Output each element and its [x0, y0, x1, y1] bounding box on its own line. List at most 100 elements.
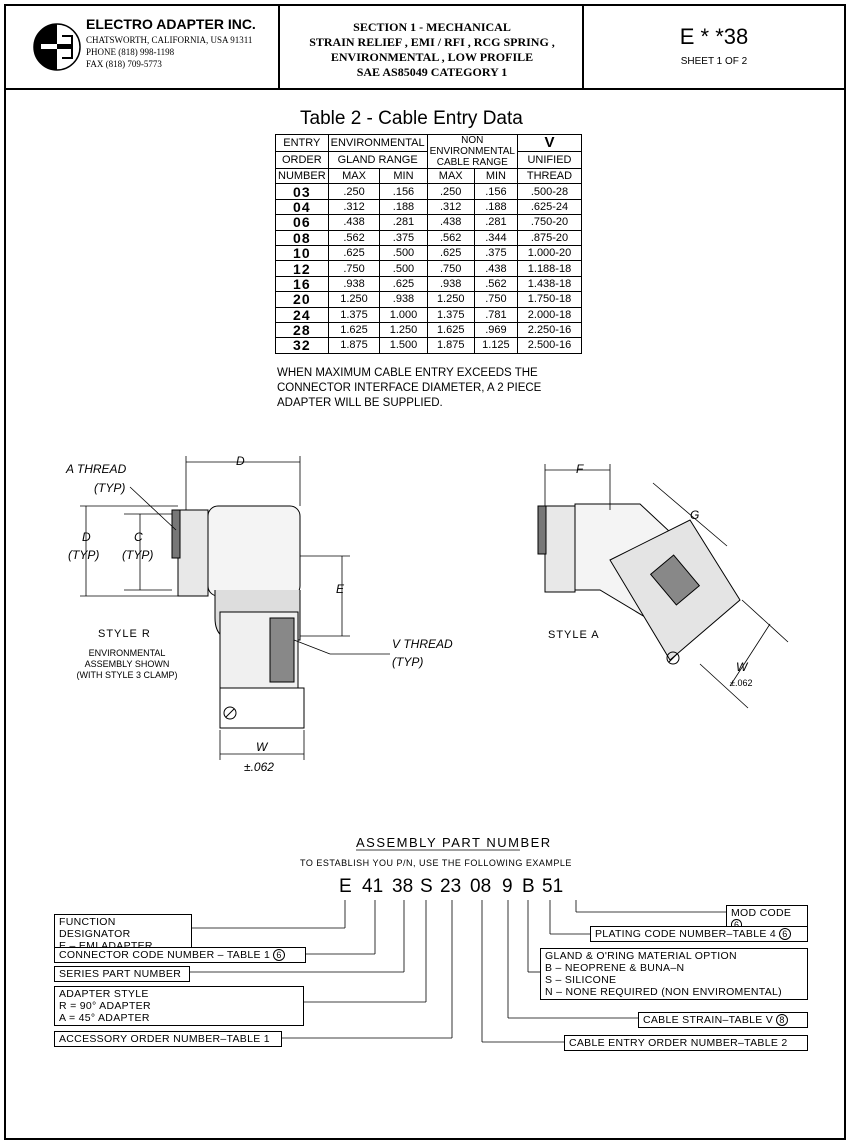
spec-sheet: ELECTRO ADAPTER INC. CHATSWORTH, CALIFOR…	[4, 4, 846, 1140]
part-number-subtitle: TO ESTABLISH YOU P/N, USE THE FOLLOWING …	[300, 858, 572, 868]
table-row: 04.312.188.312.188.625-24	[275, 198, 582, 216]
table-cell: 1.375	[426, 306, 475, 323]
company-contact: CHATSWORTH, CALIFORNIA, USA 91311 PHONE …	[86, 34, 252, 70]
style-callout: ADAPTER STYLE R = 90° ADAPTER A = 45° AD…	[54, 986, 304, 1026]
section-cell: SECTION 1 - MECHANICAL STRAIN RELIEF , E…	[280, 6, 584, 88]
table-row: 08.562.375.562.344.875-20	[275, 229, 582, 246]
company-name: ELECTRO ADAPTER INC.	[86, 16, 256, 32]
section-line: SECTION 1 - MECHANICAL	[353, 20, 511, 34]
sheet-number: SHEET 1 OF 2	[680, 56, 748, 67]
typ-label: (TYP)	[94, 481, 126, 495]
callout-line: FUNCTION DESIGNATOR	[59, 916, 131, 940]
style-r-note: ENVIRONMENTAL ASSEMBLY SHOWN (WITH STYLE…	[62, 648, 192, 681]
callout-line: ADAPTER STYLE	[59, 988, 149, 1000]
note-line: ADAPTER WILL BE SUPPLIED.	[277, 397, 443, 409]
header-cell: NUMBER	[275, 167, 329, 185]
callout-line: GLAND & O'RING MATERIAL OPTION	[545, 950, 737, 962]
table-note: WHEN MAXIMUM CABLE ENTRY EXCEEDS THE CON…	[277, 366, 541, 411]
note-ref-6: 6	[731, 919, 743, 931]
table-cell: .281	[379, 214, 428, 231]
table-cell: 1.500	[379, 337, 428, 354]
table-cell: 1.250	[379, 321, 428, 339]
series-callout: SERIES PART NUMBER	[54, 966, 190, 982]
part-number-title: ASSEMBLY PART NUMBER	[356, 835, 552, 850]
typ-label: (TYP)	[122, 548, 154, 562]
pn-segment: 38	[392, 876, 414, 897]
pn-segment: 51	[542, 876, 564, 897]
dim-w-label: W	[256, 740, 268, 754]
table-cell: 1.000	[379, 306, 428, 323]
callout-line: CONNECTOR CODE NUMBER – TABLE 1	[59, 949, 271, 961]
table-cell: 2.500-16	[516, 337, 582, 354]
accessory-callout: ACCESSORY ORDER NUMBER–TABLE 1	[54, 1031, 282, 1047]
pn-segment: 23	[440, 876, 462, 897]
table-cell: 1.625	[426, 321, 475, 339]
table-cell: 1.875	[426, 337, 475, 354]
callout-line: PLATING CODE NUMBER–TABLE 4	[595, 928, 777, 940]
callout-line: S – SILICONE	[545, 974, 617, 986]
table-cell: 1.188-18	[516, 260, 582, 277]
fax: FAX (818) 709-5773	[86, 59, 162, 69]
table-row: 06.438.281.438.281.750-20	[275, 214, 582, 231]
callout-line: A = 45° ADAPTER	[59, 1012, 150, 1024]
dim-f-label: F	[576, 462, 584, 476]
gland-callout: GLAND & O'RING MATERIAL OPTION B – NEOPR…	[540, 948, 808, 1000]
table-cell: .250	[327, 183, 381, 200]
table-cell: .562	[327, 229, 381, 246]
table-cell: .375	[379, 229, 428, 246]
entry-number-cell: 06	[275, 214, 329, 231]
part-number-leaders	[190, 849, 726, 1043]
note-ref-6: 6	[779, 928, 791, 940]
dim-w-label: W	[736, 660, 748, 674]
dim-e-label: E	[336, 582, 345, 596]
note-line: (WITH STYLE 3 CLAMP)	[76, 670, 178, 680]
entry-number-cell: 20	[275, 291, 329, 308]
pn-segment: 9	[502, 876, 513, 897]
entry-number-cell: 16	[275, 275, 329, 293]
table-cell: .750	[473, 291, 518, 308]
table-cell: .156	[473, 183, 518, 200]
dim-c-label: C	[134, 530, 143, 544]
header-cell: UNIFIED	[516, 151, 582, 169]
tolerance-label: ±.062	[244, 760, 274, 774]
style-a-drawing	[537, 503, 741, 665]
section-line: STRAIN RELIEF , EMI / RFI , RCG SPRING ,	[309, 35, 555, 49]
document-id: E * *38	[679, 24, 749, 49]
note-line: CONNECTOR INTERFACE DIAMETER, A 2 PIECE	[277, 382, 542, 394]
table-cell: 1.438-18	[516, 275, 582, 293]
header-cell: ORDER	[275, 151, 329, 169]
style-a-label: STYLE A	[548, 629, 600, 641]
company-logo	[33, 23, 81, 71]
table-cell: .500	[379, 260, 428, 277]
table-cell: .625	[426, 244, 475, 262]
table-cell: .750	[327, 260, 381, 277]
pn-segment: E	[339, 876, 352, 897]
style-r-dimensions	[80, 456, 390, 760]
phone: PHONE (818) 998-1198	[86, 47, 175, 57]
header-cell: ENVIRONMENTAL	[327, 134, 428, 152]
pn-segment: S	[420, 876, 433, 897]
table-cell: 1.125	[473, 337, 518, 354]
doc-id-cell: E * *38 SHEET 1 OF 2	[584, 6, 844, 88]
entry-number-cell: 10	[275, 244, 329, 262]
entry-callout: CABLE ENTRY ORDER NUMBER–TABLE 2	[564, 1035, 808, 1051]
note-ref-8: 8	[776, 1014, 788, 1026]
typ-label: (TYP)	[392, 655, 424, 669]
table-cell: 2.000-18	[516, 306, 582, 323]
table-cell: 1.625	[327, 321, 381, 339]
tolerance-label: ±.062	[730, 678, 753, 688]
style-r-coupling	[177, 509, 209, 597]
table-cell: .781	[473, 306, 518, 323]
strain-callout: CABLE STRAIN–TABLE V 8	[638, 1012, 808, 1028]
dim-d-label: D	[236, 454, 245, 468]
company-cell: ELECTRO ADAPTER INC. CHATSWORTH, CALIFOR…	[6, 6, 280, 88]
callout-line: CABLE STRAIN–TABLE V	[643, 1014, 774, 1026]
note-line: ASSEMBLY SHOWN	[84, 659, 170, 669]
v-thread-label: V THREAD	[392, 637, 453, 651]
